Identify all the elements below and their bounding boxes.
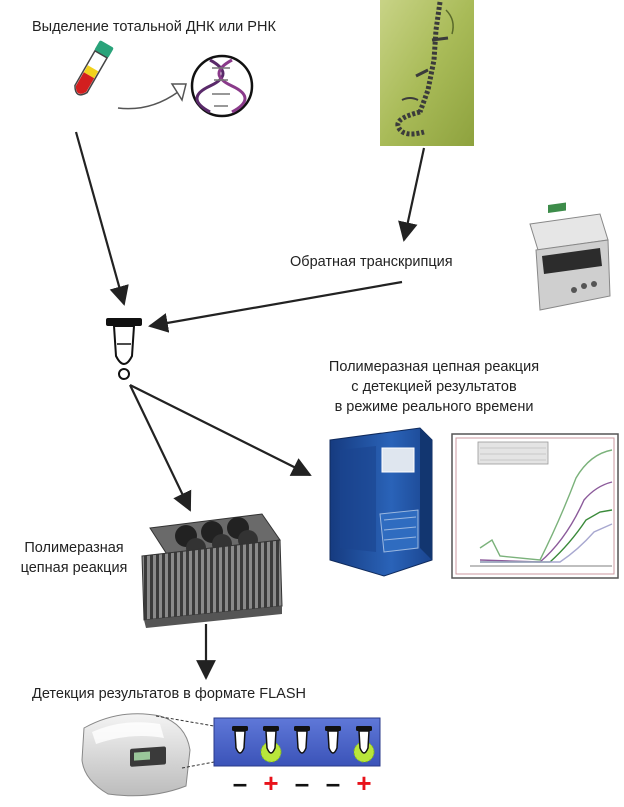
flash-tube-cap [356,726,372,731]
negative-result-sign: – [294,768,310,798]
realtime-pcr-cycler-icon [329,427,433,577]
pcr-label-line1: Полимеразная [24,540,124,556]
arrow-tube-to-pcr [129,384,192,512]
reverse-transcription-label: Обратная транскрипция [290,254,453,270]
zoom-line-bottom [181,761,215,769]
negative-result-sign: – [232,768,248,798]
pcr-tube-icon [106,318,142,380]
reverse-transcription-device-icon [529,202,611,311]
flash-tube-icon [358,730,370,754]
flash-tube-icon [296,730,308,754]
flash-tube-cap [263,726,279,731]
negative-result-sign: – [325,768,341,798]
arrow-extraction-to-tube [74,131,129,306]
flash-results-panel [213,717,381,767]
amplification-plot [451,433,619,579]
arrow-gel-to-rt [398,147,426,242]
pcr-label-line2: цепная реакция [20,560,128,576]
arrow-tube-to-realtime [129,384,312,476]
flash-tube-icon [265,730,277,754]
chromosome-gel-image [380,0,474,146]
flash-tube-icon [327,730,339,754]
positive-result-sign: + [356,768,372,798]
curved-arrow-to-dna [117,91,179,110]
arrow-rt-to-tube [148,280,403,333]
extraction-label: Выделение тотальной ДНК или РНК [32,19,276,35]
flash-tube-row [232,726,375,763]
realtime-pcr-label-line2: с детекцией результатов [351,379,517,395]
dna-helix-icon [190,54,254,118]
flash-tube-cap [325,726,341,731]
flow-arrows [74,83,426,680]
flash-detection-label: Детекция результатов в формате FLASH [32,686,306,702]
flash-tube-cap [294,726,310,731]
realtime-pcr-label-line3: в режиме реального времени [334,399,534,415]
flash-tube-cap [232,726,248,731]
sample-tube-icon [74,40,114,96]
flash-tube-icon [234,730,246,754]
pcr-thermal-block-icon [141,513,283,628]
realtime-pcr-label-line1: Полимеразная цепная реакция [328,359,540,375]
positive-result-sign: + [263,768,279,798]
flash-detector-icon [81,713,215,797]
